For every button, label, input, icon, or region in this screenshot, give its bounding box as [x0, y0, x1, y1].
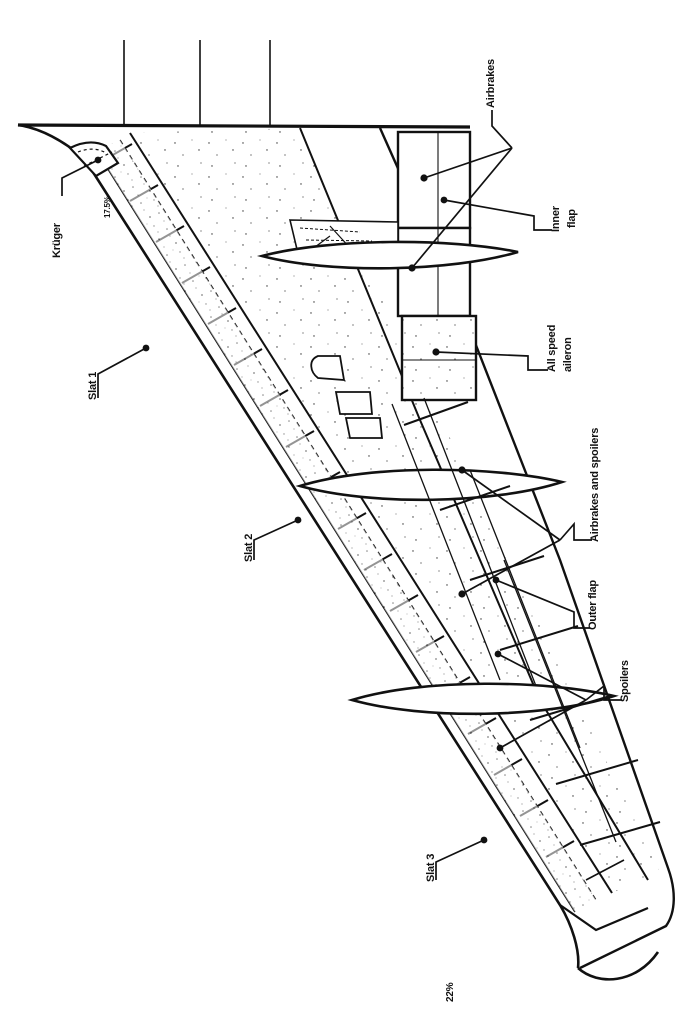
leader-lines [61, 110, 622, 880]
label-slat-3: Slat 3 [425, 853, 437, 882]
root-rib-ticks [123, 40, 271, 126]
engine-nacelle-3 [347, 682, 619, 716]
label-outer-flap: Outer flap [587, 580, 599, 630]
label-kruger: Krüger [51, 223, 63, 258]
wing-tip-structure [559, 859, 649, 932]
root-chord-line [17, 123, 471, 129]
trailing-edge-outline [378, 127, 675, 970]
label-spoilers: Spoilers [619, 660, 631, 702]
slat-band-shading [96, 140, 596, 912]
label-all-speed-aileron-line2: aileron [562, 337, 574, 372]
engine-nacelle-2 [295, 468, 567, 502]
label-airbrakes-and-spoilers: Airbrakes and spoilers [589, 427, 601, 542]
label-airbrakes: Airbrakes [485, 59, 497, 108]
label-inner-flap-line1: Inner [550, 206, 562, 232]
label-chord-22-percent: 22% [445, 982, 456, 1002]
label-all-speed-aileron-line1: All speed [546, 324, 558, 372]
wing-box-outline [129, 132, 613, 894]
rear-spar-line [299, 127, 649, 881]
engine-nacelle-1 [256, 240, 519, 270]
label-chord-17-5-percent: 17.5% [103, 196, 112, 218]
kruger-flap [68, 141, 120, 178]
wing-tip-outline [577, 951, 660, 981]
front-spar-line [119, 139, 597, 901]
label-slat-2: Slat 2 [243, 533, 255, 562]
pylon-details [310, 355, 383, 439]
label-slat-1: Slat 1 [87, 371, 99, 400]
leading-edge-outline [17, 123, 580, 969]
label-inner-flap-line2: flap [566, 209, 578, 228]
spoiler-hinge-lines [391, 397, 617, 843]
